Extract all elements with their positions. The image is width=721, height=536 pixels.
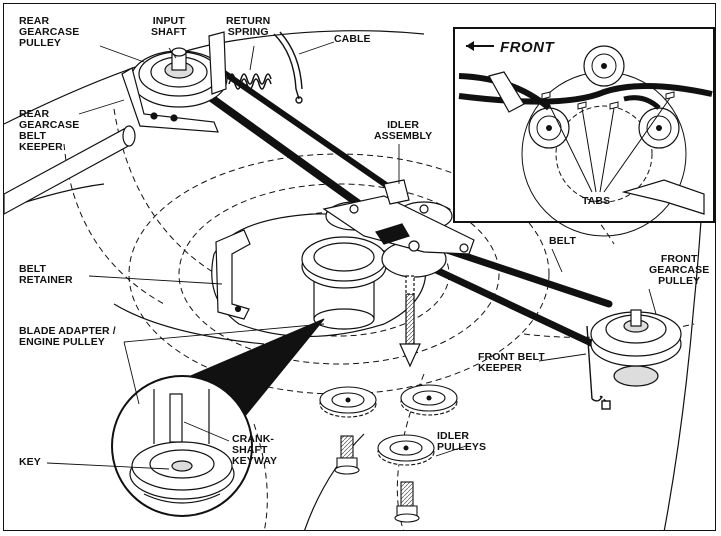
rear-gearcase-belt-keeper <box>121 67 219 133</box>
diagram-frame: REAR GEARCASE PULLEY INPUT SHAFT RETURN … <box>3 3 716 531</box>
front-view-inset <box>453 27 715 237</box>
keyway-detail-callout <box>111 318 325 517</box>
label-front-gearcase-pulley: FRONT GEARCASE PULLEY <box>649 253 710 287</box>
cable <box>273 31 303 104</box>
disassembly-arrow <box>399 275 421 368</box>
belt-retainer <box>215 229 251 320</box>
label-idler-pulleys: IDLER PULLEYS <box>437 430 487 453</box>
label-belt: BELT <box>549 235 577 247</box>
label-crankshaft-keyway: CRANK- SHAFT KEYWAY <box>232 433 278 467</box>
label-idler-assembly: IDLER ASSEMBLY <box>374 119 433 142</box>
inset-tabs-label: TABS <box>582 195 611 207</box>
front-gearcase-pulley <box>590 309 682 387</box>
inset-front-label: FRONT <box>500 39 555 56</box>
idler-assembly <box>322 179 475 278</box>
label-input-shaft: INPUT SHAFT <box>151 15 187 38</box>
label-key: KEY <box>19 456 41 468</box>
label-return-spring: RETURN SPRING <box>226 15 271 38</box>
idler-pulleys-exploded <box>319 384 458 466</box>
label-blade-adapter-engine-pulley: BLADE ADAPTER / ENGINE PULLEY <box>19 325 116 348</box>
label-belt-retainer: BELT RETAINER <box>19 263 73 286</box>
return-spring <box>228 73 272 90</box>
label-front-belt-keeper: FRONT BELT KEEPER <box>478 351 545 374</box>
label-rear-gearcase-belt-keeper: REAR GEARCASE BELT KEEPER <box>19 108 80 153</box>
blade-adapter-engine-pulley <box>301 236 387 330</box>
belt-diagram-drawing <box>4 27 715 530</box>
rear-gearcase-pulley <box>130 47 228 108</box>
label-rear-gearcase-pulley: REAR GEARCASE PULLEY <box>19 15 80 49</box>
idler-bolts <box>334 435 420 523</box>
label-cable: CABLE <box>334 33 371 45</box>
front-belt-keeper <box>586 325 611 410</box>
leader-lines <box>46 41 657 470</box>
rear-axle <box>4 125 136 215</box>
input-shaft-bracket <box>208 31 227 95</box>
